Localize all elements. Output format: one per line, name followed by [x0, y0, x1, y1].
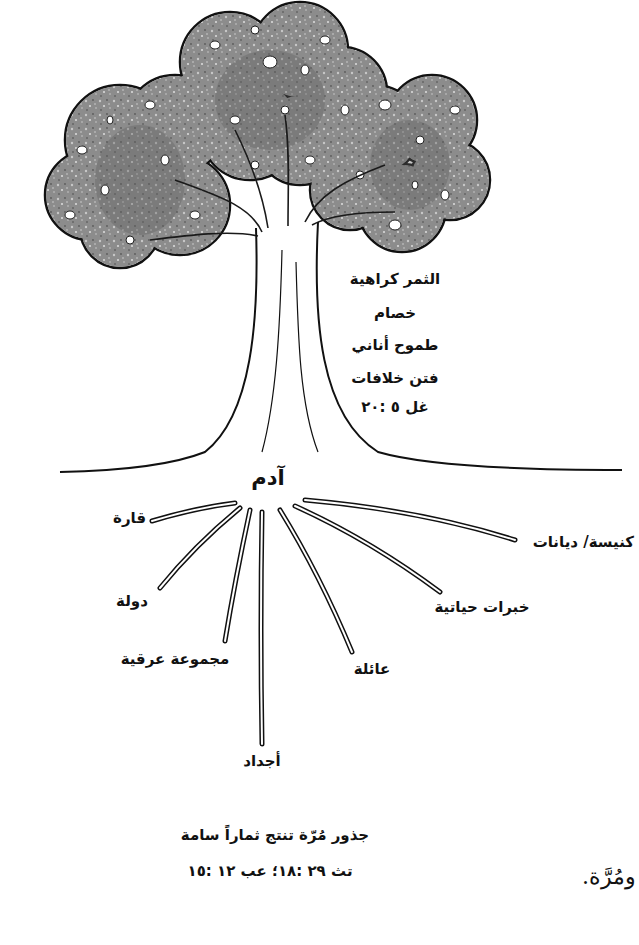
root-label: قارة	[113, 509, 146, 527]
body-text-fragment: ومُرَّة.	[582, 864, 636, 890]
caption-note: جذور مُرّة تنتج ثماراً سامة	[181, 826, 369, 844]
fruit-label: الثمر كراهية	[350, 270, 440, 288]
root-label: مجموعة عرقية	[121, 650, 230, 668]
root-label: أجداد	[243, 752, 280, 770]
verse-reference: تث ٢٩ :١٨؛ عب ١٢ :١٥	[187, 862, 352, 880]
branches	[150, 115, 395, 240]
fruit-spots	[65, 26, 460, 244]
root-label: كنيسة/ ديانات	[533, 533, 634, 551]
canopy-outline	[45, 2, 490, 268]
fruit-label: طموح أناني	[352, 336, 439, 354]
roots	[152, 500, 515, 744]
verse-reference: غل ٥ :٢٠	[361, 398, 429, 416]
trunk	[60, 222, 622, 472]
fruit-label: فتن خلافات	[351, 369, 438, 387]
root-label: عائلة	[354, 660, 391, 678]
fruit-label: خصام	[374, 304, 416, 322]
canopy-foliage	[46, 3, 489, 267]
root-label: خبرات حياتية	[434, 598, 529, 616]
root-label: دولة	[116, 592, 148, 610]
canopy-shading	[95, 50, 450, 235]
root-origin-label: آدم	[251, 466, 284, 491]
